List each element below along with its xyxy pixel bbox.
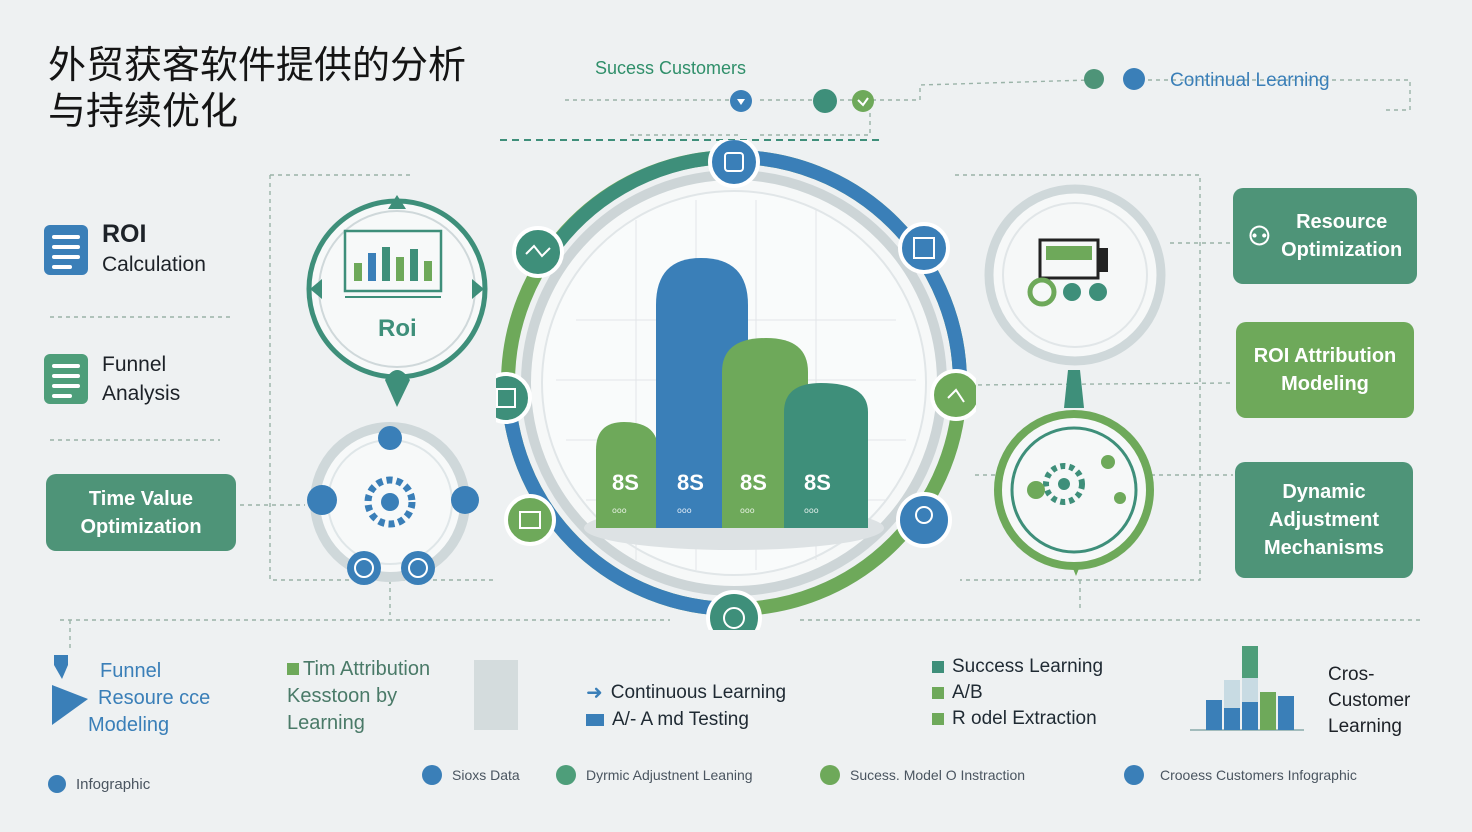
right-circles <box>984 184 1166 576</box>
bar-label-2: 8S <box>677 470 704 495</box>
roi-subtitle: Calculation <box>102 253 206 276</box>
funnel-analysis-item: Funnel Analysis <box>44 350 180 408</box>
funnel-label-1: Funnel <box>102 353 167 376</box>
roi-circle <box>306 195 488 407</box>
top-right-label: Continual Learning <box>1170 70 1330 91</box>
bar-sublabel-3: ooo <box>740 506 755 515</box>
arrow-icon: ➜ <box>586 682 603 704</box>
roi-attribution-box[interactable]: ROI Attribution Modeling <box>1236 322 1414 418</box>
bottom-chart-icon <box>1190 646 1304 731</box>
bottom-funnel-resource: Funnel Resoure cce Modeling <box>88 660 211 736</box>
funnel-doc-icon <box>44 354 88 404</box>
bar-sublabel-1: ooo <box>612 506 627 515</box>
top-right-dots <box>1084 68 1145 90</box>
dynamic-adjustment-box[interactable]: Dynamic Adjustment Mechanisms <box>1235 462 1413 578</box>
gear-cycle-diagram <box>307 422 479 585</box>
top-center-label: Sucess Customers <box>595 58 747 78</box>
roi-calculation-item: ROI Calculation <box>44 220 206 279</box>
footer-item-3: Sucess. Model O Instraction <box>820 765 1025 785</box>
footer-brand: Infographic <box>48 775 150 793</box>
document-list-icon <box>44 224 88 275</box>
people-icon: ⚇ <box>1247 221 1272 251</box>
roi-title: ROI <box>102 220 147 248</box>
bar-label-4: 8S <box>804 470 831 495</box>
placeholder-block <box>474 660 518 730</box>
footer-item-4: Crooess Customers Infographic <box>1124 765 1357 785</box>
central-ring <box>496 140 976 630</box>
bottom-cross-customer: Cros- Customer Learning <box>1328 664 1411 737</box>
page-title: 外贸获客软件提供的分析 与持续优化 <box>48 43 467 133</box>
bar-sublabel-2: ooo <box>677 506 692 515</box>
bottom-tim-attribution: Tim Attribution Kesstoon by Learning <box>287 658 431 734</box>
roi-circle-label: Roi <box>378 315 417 342</box>
bar-label-1: 8S <box>612 470 639 495</box>
bottom-success-learning: Success Learning A/B R odel Extraction <box>932 656 1103 730</box>
funnel-label-2: Analysis <box>102 382 181 405</box>
info-icon <box>48 775 66 793</box>
footer-item-1: Sioxs Data <box>422 765 520 785</box>
bar-sublabel-4: ooo <box>804 506 819 515</box>
resource-optimization-box[interactable]: ⚇ Resource Optimization <box>1233 188 1417 284</box>
bar-label-3: 8S <box>740 470 767 495</box>
megaphone-icon <box>52 655 88 725</box>
bottom-continuous-learning: ➜Continuous Learning A/- A md Testing <box>586 681 787 730</box>
top-node-icons <box>730 89 874 113</box>
time-value-optimization-box[interactable]: Time Value Optimization <box>46 474 236 551</box>
footer-item-2: Dyrmic Adjustnent Leaning <box>556 765 753 785</box>
